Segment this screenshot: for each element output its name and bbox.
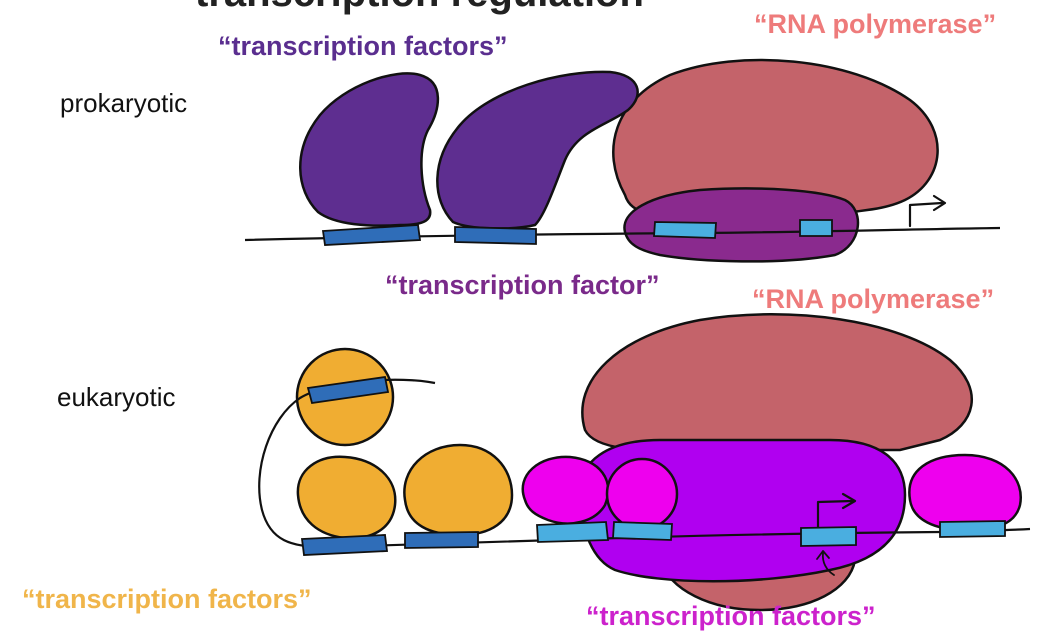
prok-dna-box-2	[454, 226, 537, 245]
euk-dna-box-5	[800, 526, 857, 547]
prok-dna-box-4	[799, 219, 833, 237]
euk-orange-tf-label: “transcription factors”	[22, 584, 312, 614]
euk-dna-box-3	[536, 521, 610, 543]
euk-dna-box-2	[404, 531, 479, 549]
prok-dna-box-3	[653, 221, 717, 239]
euk-tss-arrow	[816, 492, 857, 529]
prok-sigma-factor	[623, 187, 860, 263]
eukaryotic-row-label: eukaryotic	[57, 382, 176, 412]
euk-dna-box-1	[300, 534, 389, 556]
prokaryotic-row-label: prokaryotic	[60, 88, 187, 118]
prok-sigma-label: “transcription factor”	[385, 270, 660, 300]
prok-dna-box-1	[321, 224, 422, 246]
euk-binding-arrow	[816, 550, 835, 576]
euk-dna-box-4	[612, 521, 673, 541]
euk-rnap-label: “RNA polymerase”	[752, 284, 994, 314]
euk-magenta-tf-2	[605, 457, 679, 531]
prok-rnap-label: “RNA polymerase”	[754, 9, 996, 39]
euk-magenta-tf-1	[521, 455, 610, 525]
prok-tf-label: “transcription factors”	[218, 31, 508, 61]
euk-rna-polymerase	[581, 313, 973, 452]
header-fragment: transcription regulation	[195, 0, 644, 15]
prok-transcription-factor-1	[299, 72, 440, 227]
euk-orange-tf-right	[403, 443, 514, 537]
prok-tss-arrow	[908, 194, 947, 228]
euk-magenta-tf-3	[908, 453, 1022, 532]
euk-orange-tf-left	[296, 455, 397, 540]
euk-dna-box-6	[939, 520, 1006, 538]
prok-transcription-factor-2	[436, 70, 639, 230]
euk-magenta-tf-label: “transcription factors”	[586, 601, 876, 631]
euk-dna-box-top	[306, 375, 390, 405]
